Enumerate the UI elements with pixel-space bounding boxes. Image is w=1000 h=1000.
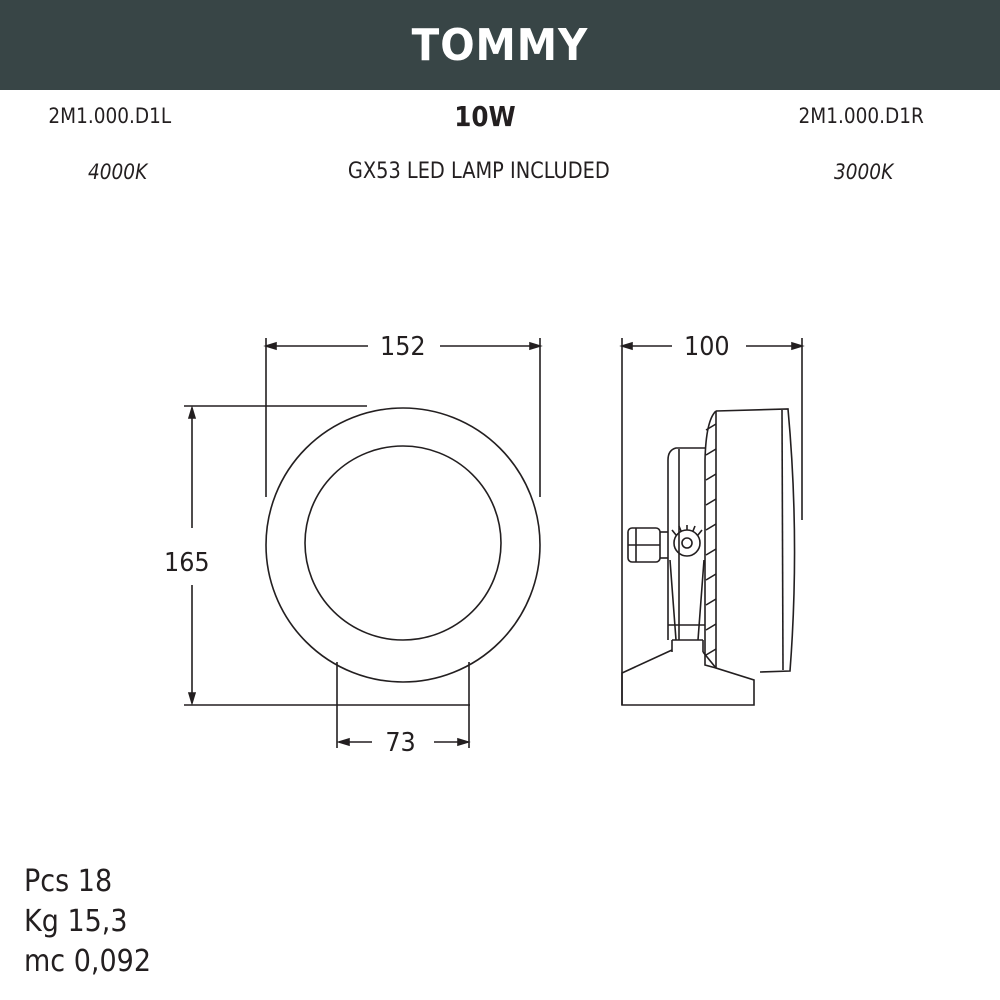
packaging-specs: Pcs 18 Kg 15,3 mc 0,092 bbox=[24, 862, 151, 982]
spec-label: Kg bbox=[24, 904, 59, 939]
side-view-drawing bbox=[619, 338, 805, 706]
spec-kg: Kg 15,3 bbox=[24, 902, 151, 942]
spec-value: 0,092 bbox=[73, 944, 152, 979]
spec-value: 18 bbox=[77, 864, 113, 899]
front-view-drawing bbox=[184, 338, 543, 748]
dimension-front-height: 165 bbox=[163, 548, 210, 578]
color-temp-left: 4000K bbox=[88, 160, 148, 184]
product-title: TOMMY bbox=[411, 19, 589, 71]
spec-mc: mc 0,092 bbox=[24, 942, 151, 982]
header-bar: TOMMY bbox=[0, 0, 1000, 90]
spec-value: 15,3 bbox=[67, 904, 128, 939]
product-code-left: 2M1.000.D1L bbox=[48, 104, 172, 128]
spec-label: mc bbox=[24, 944, 66, 979]
product-code-right: 2M1.000.D1R bbox=[798, 104, 924, 128]
color-temp-right: 3000K bbox=[834, 160, 894, 184]
spec-pcs: Pcs 18 bbox=[24, 862, 151, 902]
power-rating: 10W bbox=[454, 100, 516, 133]
dimension-base-width: 73 bbox=[379, 728, 422, 758]
lamp-info: GX53 LED LAMP INCLUDED bbox=[347, 159, 610, 184]
dimension-side-depth: 100 bbox=[678, 332, 736, 362]
spec-label: Pcs bbox=[24, 864, 70, 899]
dimension-front-width: 152 bbox=[374, 332, 432, 362]
